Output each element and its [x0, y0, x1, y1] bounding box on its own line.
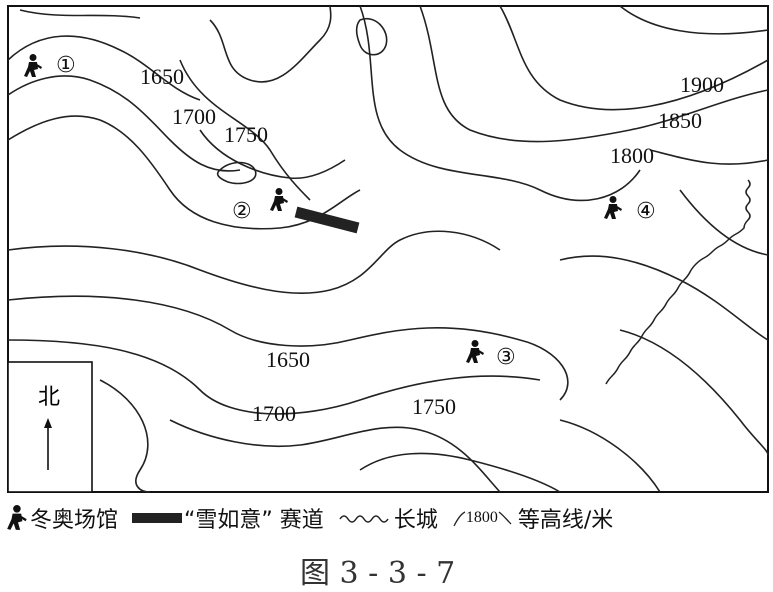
venue-1: ①: [24, 53, 76, 78]
great-wall-line: [605, 179, 751, 385]
skier-icon: [466, 340, 484, 363]
figure-caption: 图 3 - 3 - 7: [300, 556, 456, 591]
north-arrow: 北: [7, 361, 93, 493]
contour-label-1700-north: 1700: [172, 104, 216, 129]
venue-3: ③: [466, 340, 516, 370]
skier-icon: [604, 196, 622, 219]
legend-contour-sample: 1800: [465, 509, 498, 526]
contour-label-1800: 1800: [610, 143, 654, 168]
legend-track: “雪如意” 赛道: [132, 502, 324, 534]
legend-contour: 1800 等高线/米: [452, 502, 613, 534]
skier-icon: [270, 188, 288, 211]
legend-wall: 长城: [338, 502, 438, 534]
contour-lines: [7, 5, 769, 493]
contour-map: 1650 1700 1750 1900 1850 1800 1650 1700 …: [7, 5, 769, 493]
venue-number: ④: [636, 199, 656, 224]
venue-4: ④: [604, 196, 656, 224]
legend-contour-label: 等高线/米: [517, 508, 614, 533]
contour-label-1850: 1850: [658, 108, 702, 133]
venue-number: ①: [56, 53, 76, 78]
contour-sample-right-icon: [498, 511, 512, 525]
venue-number: ③: [496, 345, 516, 370]
legend: 冬奥场馆 “雪如意” 赛道 长城 1800 等高线/米: [6, 500, 773, 536]
legend-venue: 冬奥场馆: [6, 502, 118, 534]
contour-label-group: 1650 1700 1750 1900 1850 1800 1650 1700 …: [140, 64, 724, 426]
venue-2: ②: [232, 188, 288, 224]
contour-label-1700-south: 1700: [252, 401, 296, 426]
contour-label-1650-south: 1650: [266, 347, 310, 372]
legend-track-label: “雪如意” 赛道: [184, 508, 324, 533]
venue-number: ②: [232, 199, 252, 224]
track-bar-icon: [132, 513, 183, 523]
north-label: 北: [38, 385, 60, 410]
contour-label-1750-north: 1750: [224, 122, 268, 147]
map-frame: [7, 5, 769, 493]
great-wall-icon: [339, 515, 389, 523]
contour-label-1650-north: 1650: [140, 64, 184, 89]
skier-icon: [24, 54, 42, 77]
legend-wall-label: 长城: [393, 508, 438, 533]
contour-label-1750-south: 1750: [412, 394, 456, 419]
legend-venue-label: 冬奥场馆: [30, 508, 119, 533]
contour-label-1900: 1900: [680, 72, 724, 97]
snow-ruyi-track: [294, 206, 360, 234]
skier-icon: [7, 505, 27, 530]
contour-sample-left-icon: [453, 511, 466, 527]
